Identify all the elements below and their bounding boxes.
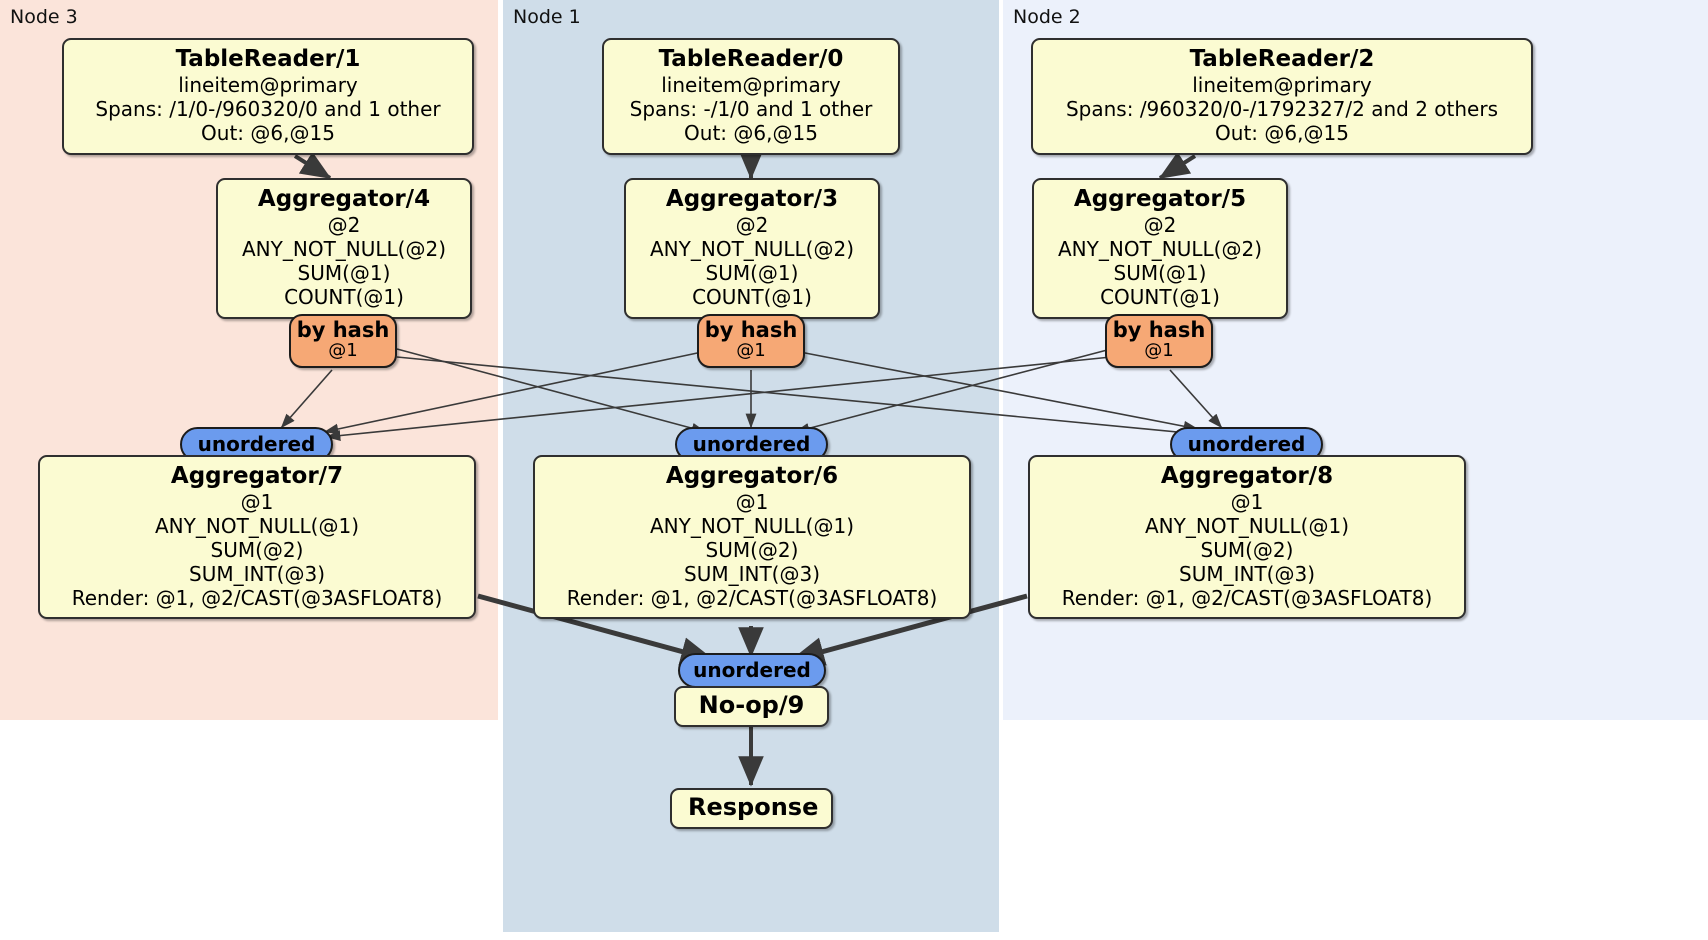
processor-box-aggregator-5[interactable]: Aggregator/5 @2 ANY_NOT_NULL(@2) SUM(@1)… (1032, 178, 1288, 319)
badge-label: by hash (704, 318, 798, 342)
processor-detail: @2 (327, 213, 361, 238)
edge-hashcenter-to-unorderedleft (323, 351, 703, 435)
processor-title: TableReader/1 (175, 46, 361, 72)
processor-detail: Render: @1, @2/CAST(@3ASFLOAT8) (566, 585, 938, 610)
processor-detail: SUM_INT(@3) (189, 561, 325, 586)
badge-label: unordered (197, 432, 316, 456)
processor-detail: Out: @6,@15 (1215, 120, 1349, 145)
processor-detail: Out: @6,@15 (201, 120, 335, 145)
processor-detail: SUM_INT(@3) (684, 561, 820, 586)
processor-detail: SUM(@1) (297, 260, 391, 285)
processor-box-tablereader-1[interactable]: TableReader/1 lineitem@primary Spans: /1… (62, 38, 474, 155)
processor-detail: lineitem@primary (178, 73, 358, 98)
badge-label: unordered (692, 432, 811, 456)
node-panel-label-node2: Node 2 (1013, 6, 1081, 28)
processor-detail: lineitem@primary (661, 73, 841, 98)
processor-detail: COUNT(@1) (1100, 284, 1220, 309)
edge-hashright-to-unorderedleft (325, 356, 1112, 441)
processor-detail: SUM(@2) (705, 537, 799, 562)
processor-detail: @1 (735, 490, 769, 515)
processor-title: Aggregator/5 (1073, 186, 1247, 212)
edge-aggregator8-to-unorderedfinal (790, 593, 1028, 666)
edge-hashright-to-unorderedcenter (794, 348, 1112, 434)
edge-hashleft-to-unorderedleft (280, 369, 333, 429)
processor-detail: @1 (1230, 490, 1264, 515)
processor-title: Aggregator/8 (1160, 463, 1334, 489)
processor-detail: ANY_NOT_NULL(@1) (1145, 514, 1349, 539)
badge-column: @1 (328, 340, 358, 362)
processor-detail: ANY_NOT_NULL(@2) (650, 237, 854, 262)
edge-hashleft-to-unorderedright (396, 356, 1199, 439)
processor-box-noop-9[interactable]: No-op/9 (674, 686, 829, 727)
output-badge-hash-right[interactable]: by hash @1 (1105, 314, 1213, 368)
processor-detail: Spans: /1/0-/960320/0 and 1 other (95, 97, 441, 122)
processor-title: Aggregator/6 (665, 463, 839, 489)
processor-detail: Out: @6,@15 (684, 120, 818, 145)
processor-detail: Render: @1, @2/CAST(@3ASFLOAT8) (71, 585, 443, 610)
processor-box-aggregator-6[interactable]: Aggregator/6 @1 ANY_NOT_NULL(@1) SUM(@2)… (533, 455, 971, 620)
edge-tablereader2-to-aggregator5 (1158, 151, 1197, 180)
processor-box-aggregator-7[interactable]: Aggregator/7 @1 ANY_NOT_NULL(@1) SUM(@2)… (38, 455, 476, 620)
badge-column: @1 (736, 340, 766, 362)
input-badge-unordered-final[interactable]: unordered (678, 653, 826, 688)
processor-detail: COUNT(@1) (284, 284, 404, 309)
processor-title: TableReader/0 (658, 46, 844, 72)
output-badge-hash-left[interactable]: by hash @1 (289, 314, 397, 368)
processor-detail: SUM(@2) (210, 537, 304, 562)
processor-title: Aggregator/4 (257, 186, 431, 212)
processor-title: Aggregator/3 (665, 186, 839, 212)
edge-hashcenter-to-unorderedright (799, 351, 1199, 432)
edge-tablereader1-to-aggregator4 (293, 151, 332, 180)
processor-detail: @2 (735, 213, 769, 238)
badge-label: by hash (296, 318, 390, 342)
badge-label: unordered (1187, 432, 1306, 456)
processor-title: TableReader/2 (1189, 46, 1375, 72)
processor-detail: ANY_NOT_NULL(@1) (650, 514, 854, 539)
processor-detail: Spans: /960320/0-/1792327/2 and 2 others (1065, 97, 1498, 122)
edge-hashleft-to-unorderedcenter (396, 348, 707, 434)
processor-title: Response (688, 793, 819, 821)
node-panel-label-node1: Node 1 (513, 6, 581, 28)
processor-box-aggregator-8[interactable]: Aggregator/8 @1 ANY_NOT_NULL(@1) SUM(@2)… (1028, 455, 1466, 620)
processor-detail: @2 (1143, 213, 1177, 238)
processor-title: No-op/9 (698, 691, 805, 719)
processor-detail: SUM(@2) (1200, 537, 1294, 562)
processor-box-tablereader-2[interactable]: TableReader/2 lineitem@primary Spans: /9… (1031, 38, 1533, 155)
processor-detail: ANY_NOT_NULL(@2) (1058, 237, 1262, 262)
badge-column: @1 (1144, 340, 1174, 362)
edge-aggregator7-to-unorderedfinal (477, 593, 715, 666)
processor-box-response[interactable]: Response (670, 788, 833, 829)
processor-title: Aggregator/7 (170, 463, 344, 489)
processor-detail: Render: @1, @2/CAST(@3ASFLOAT8) (1061, 585, 1433, 610)
processor-detail: Spans: -/1/0 and 1 other (629, 97, 873, 122)
node-panel-label-node3: Node 3 (10, 6, 78, 28)
processor-detail: COUNT(@1) (692, 284, 812, 309)
badge-label: by hash (1112, 318, 1206, 342)
processor-detail: ANY_NOT_NULL(@1) (155, 514, 359, 539)
processor-box-aggregator-4[interactable]: Aggregator/4 @2 ANY_NOT_NULL(@2) SUM(@1)… (216, 178, 472, 319)
processor-detail: lineitem@primary (1192, 73, 1372, 98)
output-badge-hash-center[interactable]: by hash @1 (697, 314, 805, 368)
processor-box-aggregator-3[interactable]: Aggregator/3 @2 ANY_NOT_NULL(@2) SUM(@1)… (624, 178, 880, 319)
badge-label: unordered (693, 658, 811, 682)
processor-detail: ANY_NOT_NULL(@2) (242, 237, 446, 262)
processor-detail: @1 (240, 490, 274, 515)
processor-detail: SUM_INT(@3) (1179, 561, 1315, 586)
processor-detail: SUM(@1) (705, 260, 799, 285)
processor-box-tablereader-0[interactable]: TableReader/0 lineitem@primary Spans: -/… (602, 38, 900, 155)
processor-detail: SUM(@1) (1113, 260, 1207, 285)
edge-hashright-to-unorderedright (1169, 369, 1223, 429)
